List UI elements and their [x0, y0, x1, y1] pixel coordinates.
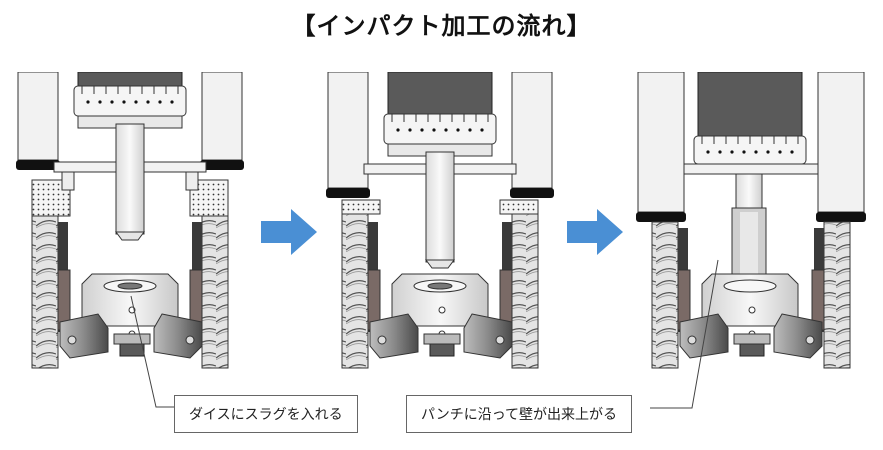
- caption-insert-slug: ダイスにスラグを入れる: [174, 395, 358, 433]
- right-arrow-icon: [261, 209, 317, 255]
- page-title: 【インパクト加工の流れ】: [291, 12, 592, 40]
- caption-wall-formed: パンチに沿って壁が出来上がる: [406, 395, 632, 433]
- press-stage-1: [16, 72, 244, 370]
- right-arrow-icon: [567, 209, 623, 255]
- press-stage-3: [636, 72, 866, 370]
- press-stage-2: [326, 72, 554, 370]
